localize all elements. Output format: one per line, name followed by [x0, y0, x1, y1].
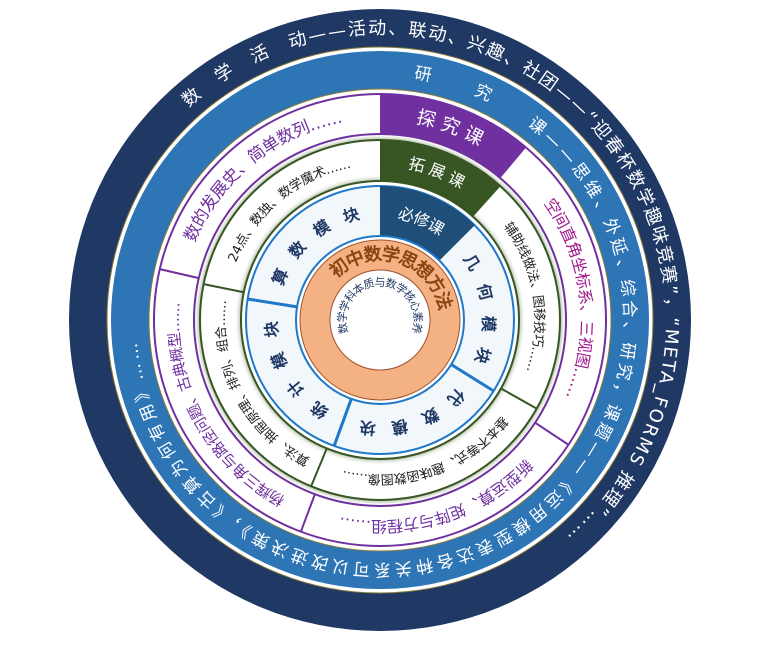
inquiry-divider — [299, 493, 316, 533]
inquiry-divider — [534, 421, 570, 446]
inquiry-divider — [159, 268, 199, 280]
module-divider — [450, 363, 495, 393]
extension-divider — [203, 283, 244, 294]
module-divider — [247, 297, 298, 309]
module-divider — [332, 398, 353, 447]
inquiry-divider — [498, 146, 527, 179]
extension-divider — [500, 387, 538, 410]
core-center — [329, 269, 431, 371]
inquiry-label-block — [380, 94, 526, 178]
required-label-block — [380, 186, 475, 261]
extension-label-block — [380, 140, 501, 217]
extension-divider — [310, 448, 328, 487]
